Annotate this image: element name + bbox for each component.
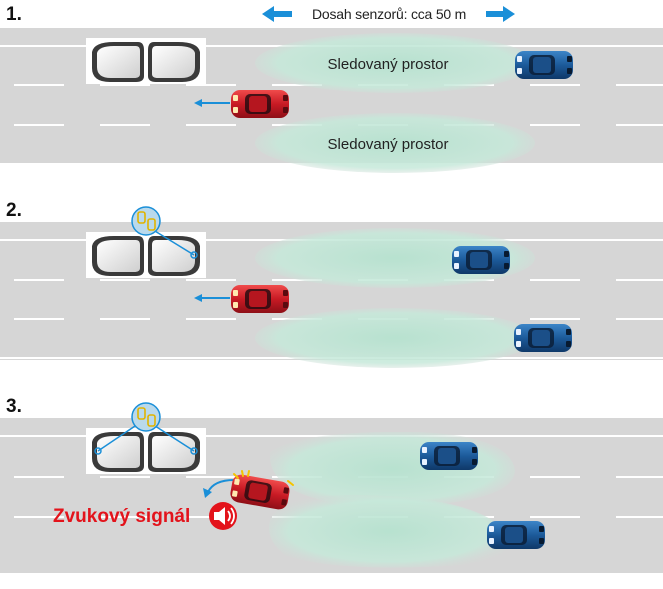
turn-signal-icon: [233, 470, 294, 486]
panel-3: [0, 402, 663, 575]
panel-2: [0, 206, 663, 368]
range-indicator: [262, 6, 515, 22]
blue-car: [420, 442, 478, 470]
step-3-number: 3.: [6, 396, 22, 417]
right-arrow-icon: [486, 6, 515, 22]
sensor-range-label: Dosah senzorů: cca 50 m: [312, 6, 467, 22]
monitored-zone-right: [269, 495, 510, 568]
side-mirrors: [86, 428, 206, 474]
audio-warning-label: Zvukový signál: [53, 506, 191, 527]
ego-car: [231, 90, 289, 118]
blind-spot-indicator-icon: [131, 402, 161, 432]
monitored-zone-right: [255, 113, 535, 173]
side-mirrors: [86, 232, 206, 278]
blue-car: [514, 324, 572, 352]
monitored-zone-left: [255, 33, 535, 93]
monitored-zone-right: [255, 308, 535, 368]
indicator-leader-line: [151, 423, 195, 452]
monitored-zone-left: [269, 431, 515, 507]
blue-car: [515, 51, 573, 79]
step-1-number: 1.: [6, 4, 22, 25]
zone-label-top: Sledovaný prostor: [328, 56, 449, 73]
direction-arrow-icon: [194, 99, 230, 107]
blue-car: [452, 246, 510, 274]
side-mirrors: [86, 38, 206, 84]
speaker-warning-icon: [209, 502, 237, 530]
blind-spot-indicator-icon: [131, 206, 161, 236]
lane-change-arrow-icon: [203, 479, 235, 498]
blue-car: [487, 521, 545, 549]
direction-arrow-icon: [194, 294, 230, 302]
indicator-leader-line: [97, 423, 139, 452]
ego-car: [231, 285, 289, 313]
left-arrow-icon: [262, 6, 292, 22]
zone-label-bottom: Sledovaný prostor: [328, 136, 449, 153]
panel-1: Sledovaný prostor Sledovaný prostor: [0, 28, 663, 173]
indicator-leader-line: [149, 227, 195, 256]
step-2-number: 2.: [6, 200, 22, 221]
